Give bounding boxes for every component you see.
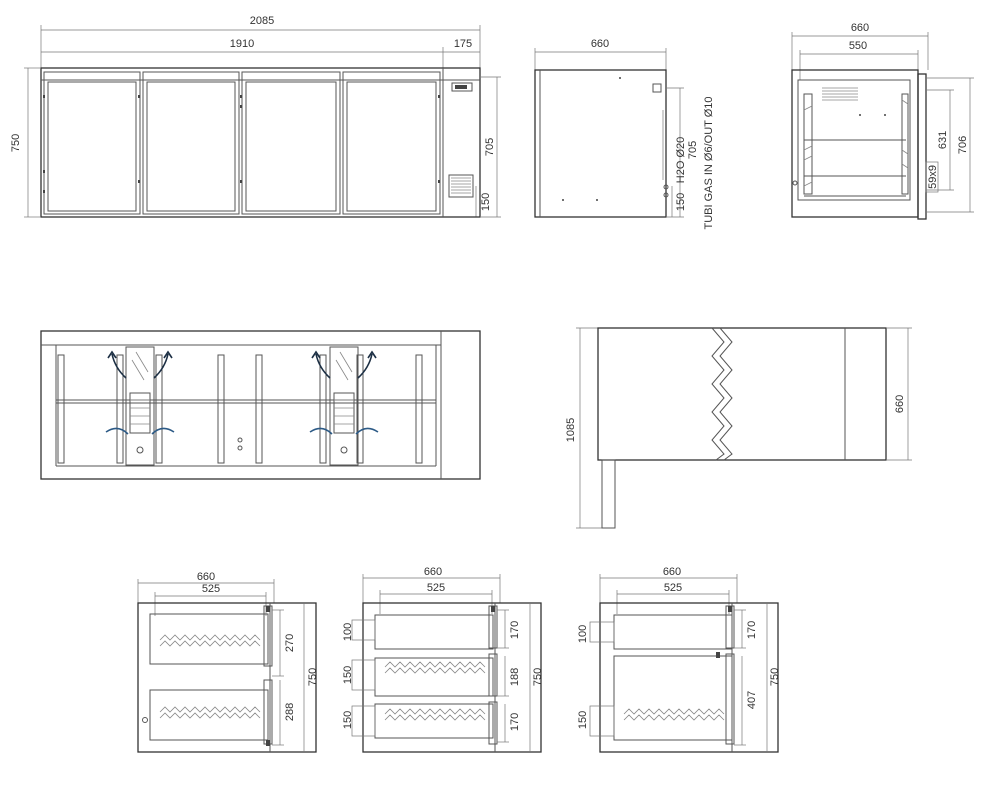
open-depth: 660	[851, 22, 869, 34]
shelf-rails	[803, 93, 909, 195]
section2-inner: 525	[427, 582, 445, 594]
section3-vents	[623, 708, 725, 721]
section1-drawer-1: 270	[284, 634, 296, 652]
section-two-drawers: 660 525 270 288	[137, 571, 317, 753]
section2-vents	[384, 661, 486, 721]
gas-pipe-label: TUBI GAS IN Ø6/OUT Ø10	[703, 96, 715, 229]
section2-height: 750	[532, 668, 544, 686]
side-depth: 660	[591, 38, 609, 50]
section2-drawer-1: 170	[509, 621, 521, 639]
evaporator-fins	[822, 87, 858, 101]
section1-drawer-2: 288	[284, 703, 296, 721]
hinge-marks	[43, 95, 440, 193]
plan-depth: 660	[894, 395, 906, 413]
open-inner-depth: 550	[849, 40, 867, 52]
section1-height: 750	[307, 668, 319, 686]
section-mixed: 660 525 100 150 170 407 750	[577, 566, 781, 753]
side-base-height: 150	[675, 193, 687, 211]
side-open-view: 660 550	[791, 22, 974, 220]
side-view: 660 705 150 H2O Ø20 TUBI GAS IN Ø6/OUT Ø…	[534, 38, 715, 230]
shelf-uprights	[57, 354, 423, 464]
section1-vents	[159, 634, 261, 719]
front-inner-height: 705	[484, 138, 496, 156]
section3-height: 750	[769, 668, 781, 686]
fan-unit-left	[125, 346, 155, 466]
section3-left-2: 150	[577, 711, 589, 729]
plan-open-view: 1085 660	[565, 327, 912, 529]
section1-inner: 525	[202, 583, 220, 595]
section-three-drawers: 660 525 100 150 150 170 188	[342, 566, 544, 753]
plan-view	[40, 330, 481, 480]
fan-unit-right	[329, 346, 359, 466]
open-opening: 59x9	[927, 165, 939, 189]
section2-drawer-2: 188	[509, 668, 521, 686]
open-height: 706	[957, 136, 969, 154]
open-inner-height: 631	[937, 131, 949, 149]
section2-left-3: 150	[342, 711, 354, 729]
section2-depth: 660	[424, 566, 442, 578]
front-inner-width: 1910	[230, 38, 254, 50]
section3-left-1: 100	[577, 625, 589, 643]
vent-grille	[448, 174, 474, 198]
front-view: 2085 1910 175 750 705 150	[10, 15, 501, 218]
section2-left-2: 150	[342, 666, 354, 684]
front-base-height: 150	[480, 193, 492, 211]
front-total-width: 2085	[250, 15, 274, 27]
front-height: 750	[10, 134, 22, 152]
section2-drawer-3: 170	[509, 713, 521, 731]
side-height: 705	[687, 141, 699, 159]
section3-drawer-2: 407	[746, 691, 758, 709]
section1-depth: 660	[197, 571, 215, 583]
section2-left-1: 100	[342, 623, 354, 641]
water-pipe-label: H2O Ø20	[675, 137, 687, 183]
front-side-width: 175	[454, 38, 472, 50]
section3-drawer-1: 170	[746, 621, 758, 639]
airflow-arrows	[105, 350, 379, 435]
plan-open-depth: 1085	[565, 418, 577, 442]
section3-inner: 525	[664, 582, 682, 594]
section3-depth: 660	[663, 566, 681, 578]
